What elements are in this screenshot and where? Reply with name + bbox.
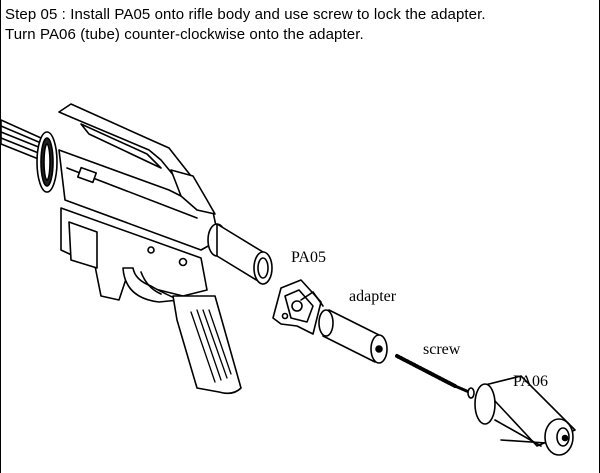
trigger-guard — [122, 267, 180, 303]
screw-part — [395, 354, 475, 399]
buffer-tube — [207, 223, 273, 285]
pa05-part — [272, 279, 324, 335]
label-adapter: adapter — [349, 288, 397, 305]
instruction-turn-line: Turn PA06 (tube) counter-clockwise onto … — [5, 26, 364, 43]
label-screw: screw — [423, 341, 461, 358]
instruction-step-line: Step 05 : Install PA05 onto rifle body a… — [5, 6, 486, 23]
rear-sight — [170, 169, 216, 215]
rifle-barrel — [1, 119, 42, 161]
pa06-part — [474, 375, 576, 456]
label-pa05: PA05 — [291, 249, 326, 266]
pistol-grip — [172, 295, 242, 395]
rifle-body — [1, 103, 273, 395]
label-pa06: PA06 — [513, 373, 548, 390]
adapter-part — [318, 309, 388, 364]
delta-ring — [36, 131, 58, 193]
